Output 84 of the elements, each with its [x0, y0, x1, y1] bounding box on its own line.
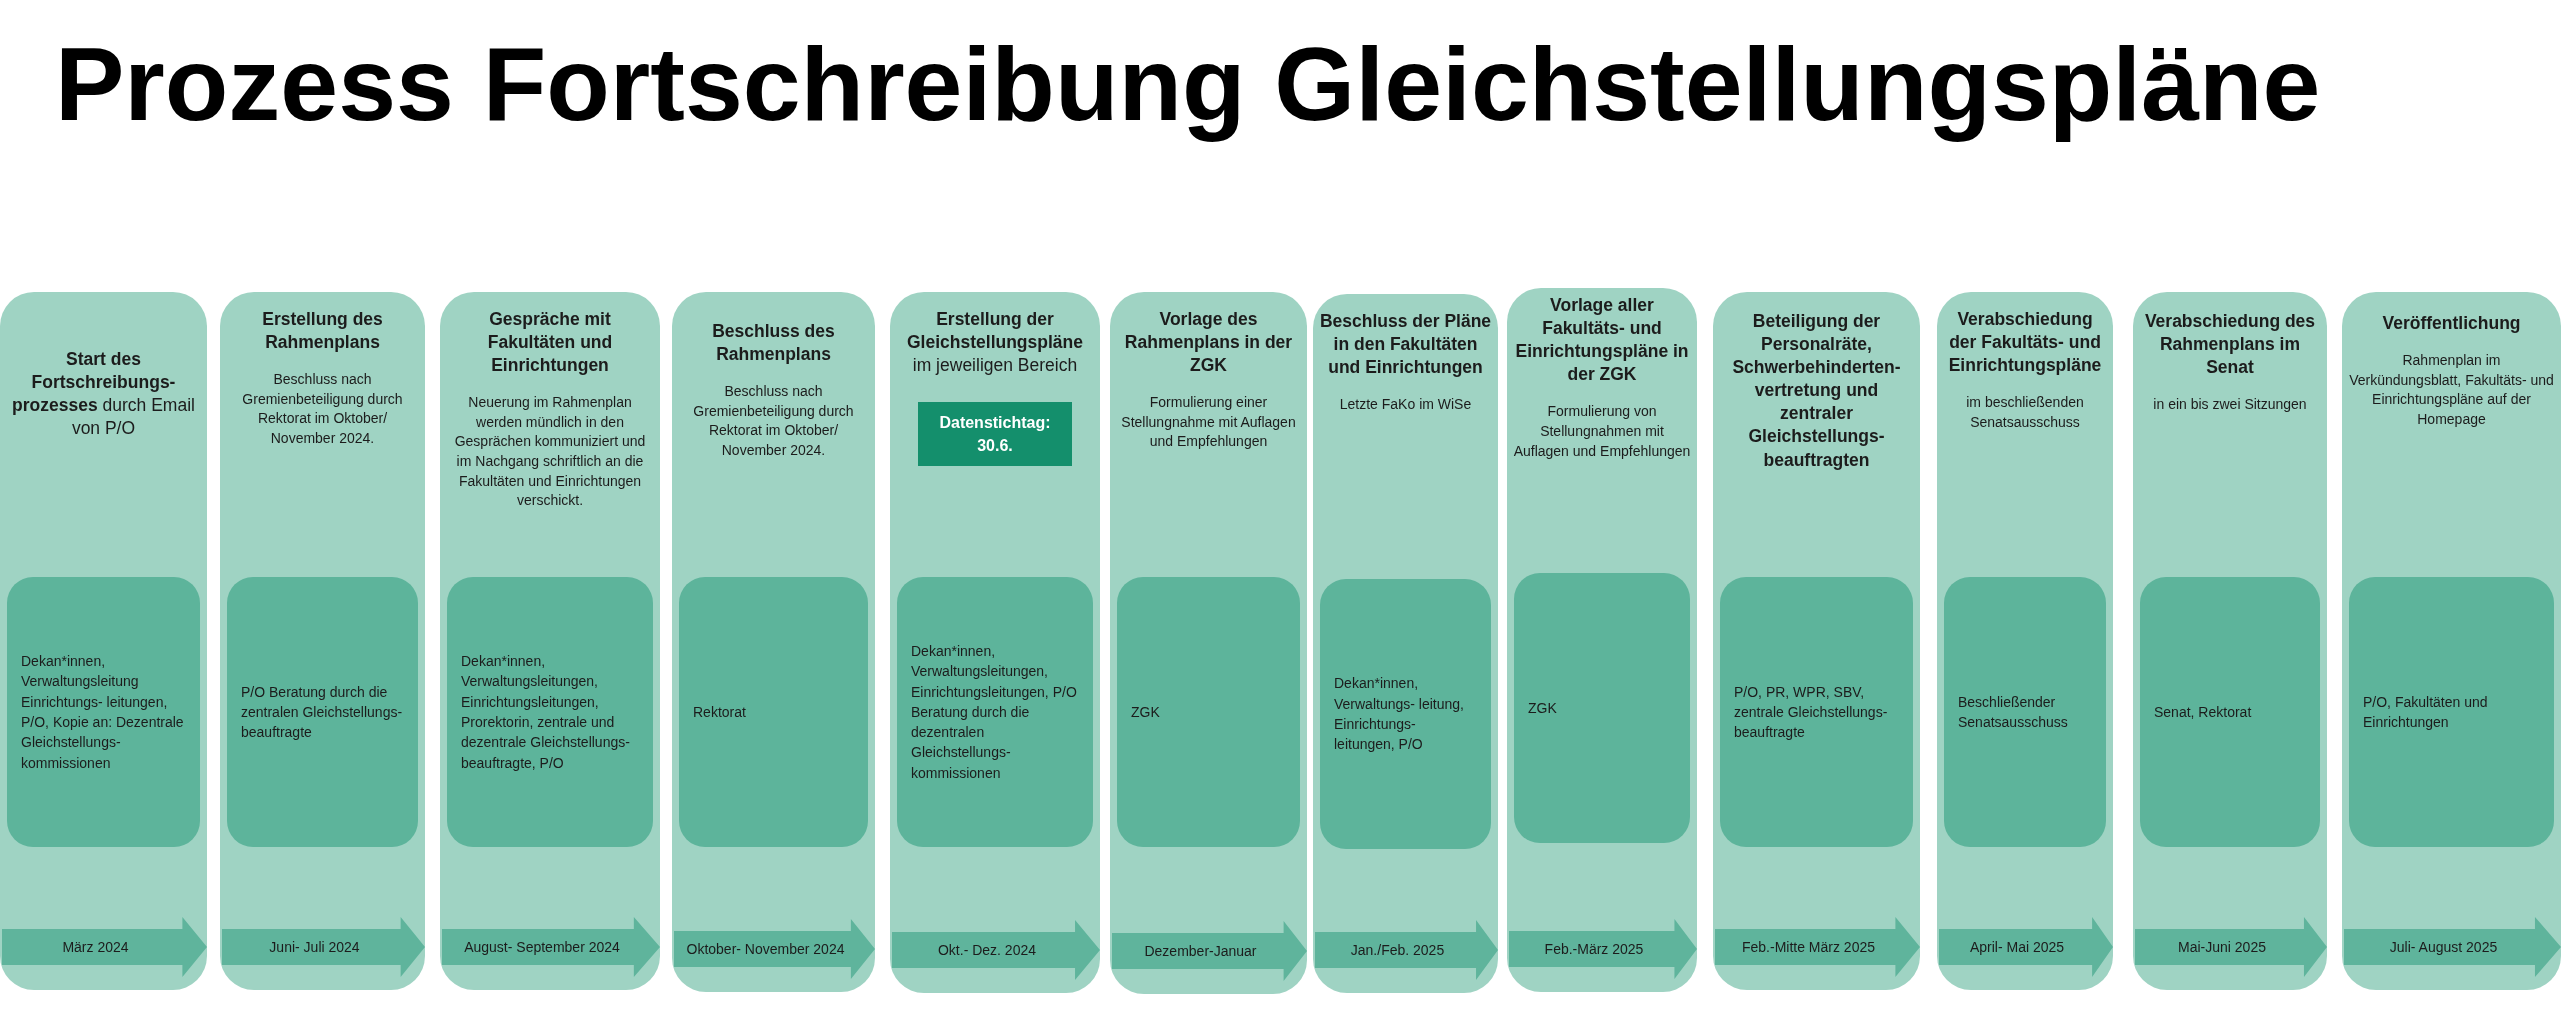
- step-description: Beschluss nach Gremienbeteiligung durch Rektorat im Oktober/ November 2024.: [692, 382, 855, 460]
- step-heading: Verabschiedung der Fakultäts- und Einrichtungspläne: [1947, 308, 2103, 378]
- process-column: [1713, 292, 1920, 990]
- process-column: [2133, 292, 2327, 990]
- responsibility-text: Dekan*innen, Verwaltungs- leitung, Einrichtungs- leitungen, P/O: [1334, 674, 1465, 755]
- date-label: Juni- Juli 2024: [269, 939, 361, 955]
- process-column: [1313, 294, 1498, 993]
- date-banner: [1315, 920, 1498, 980]
- date-banner: [1939, 917, 2113, 977]
- step-description: Formulierung einer Stellungnahme mit Auflagen und Empfehlungen: [1120, 393, 1297, 452]
- responsibility-box: [1944, 577, 2106, 847]
- responsibility-text: Dekan*innen, Verwaltungsleitung Einrichtungs- leitungen, P/O, Kopie an: Dezentrale Gleichstellungs- kommissionen: [21, 652, 185, 773]
- responsibility-text: Senat, Rektorat: [2154, 702, 2252, 722]
- step-description: Beschluss nach Gremienbeteiligung durch Rektorat im Oktober/ November 2024.: [241, 370, 404, 448]
- step-heading: Beteiligung der Personalräte, Schwerbehinderten- vertretung und zentraler Gleichstellungs- beauftragten: [1731, 310, 1902, 472]
- date-label: Mai-Juni 2025: [2178, 939, 2267, 955]
- step-description: Formulierung von Stellungnahmen mit Auflagen und Empfehlungen: [1513, 402, 1691, 461]
- date-banner: [2, 917, 207, 977]
- process-column: [890, 292, 1100, 993]
- date-label: Jan./Feb. 2025: [1350, 942, 1446, 958]
- responsibility-box: [679, 577, 868, 847]
- process-column: [2342, 292, 2561, 990]
- step-heading: Gespräche mit Fakultäten und Einrichtungen: [486, 308, 614, 378]
- date-label: März 2024: [62, 939, 130, 955]
- date-banner: [222, 917, 425, 977]
- step-description: Letzte FaKo im WiSe: [1339, 395, 1472, 415]
- responsibility-box: [2140, 577, 2320, 847]
- date-label: Feb.-Mitte März 2025: [1741, 939, 1877, 955]
- step-heading: Erstellung des Rahmenplans: [261, 308, 384, 355]
- responsibility-box: [2349, 577, 2554, 847]
- date-banner: [1112, 921, 1307, 981]
- step-description: Neuerung im Rahmenplan werden mündlich in den Gesprächen kommuniziert und im Nachgang schriftlich an die Fakultäten und Einrichtungen verschickt.: [453, 393, 647, 511]
- responsibility-text: Rektorat: [693, 702, 746, 722]
- process-column: [1937, 292, 2113, 990]
- highlight-box: [918, 402, 1072, 466]
- responsibility-box: [1514, 573, 1690, 843]
- date-banner: [674, 919, 875, 979]
- page-title: Prozess Fortschreibung Gleichstellungspläne: [55, 25, 2321, 144]
- responsibility-text: Dekan*innen, Verwaltungsleitungen, Einrichtungsleitungen, Prorektorin, zentrale und dezentrale Gleichstellungs- beauftragte, P/O: [461, 652, 631, 773]
- date-label: August- September 2024: [464, 939, 621, 955]
- process-column: [672, 292, 875, 992]
- step-description: im beschließenden Senatsausschuss: [1965, 393, 2085, 432]
- step-heading: Erstellung der Gleichstellungspläne im jeweiligen Bereich: [906, 308, 1084, 378]
- date-label: Okt.- Dez. 2024: [937, 942, 1037, 958]
- step-heading: Vorlage aller Fakultäts- und Einrichtungspläne in der ZGK: [1514, 294, 1690, 387]
- process-column: [1507, 288, 1697, 992]
- step-heading: Beschluss der Pläne in den Fakultäten und Einrichtungen: [1319, 310, 1492, 380]
- date-banner: [892, 920, 1100, 980]
- date-label: Juli- August 2025: [2389, 939, 2499, 955]
- responsibility-box: [7, 577, 200, 847]
- responsibility-box: [1720, 577, 1913, 847]
- date-banner: [2344, 917, 2561, 977]
- process-column: [440, 292, 660, 990]
- responsibility-text: ZGK: [1131, 702, 1160, 722]
- step-description: Rahmenplan im Verkündungsblatt, Fakultäts- und Einrichtungspläne auf der Homepage: [2348, 351, 2555, 429]
- responsibility-text: P/O Beratung durch die zentralen Gleichstellungs- beauftragte: [241, 682, 404, 743]
- process-column: [220, 292, 425, 990]
- date-label: Dezember-Januar: [1144, 943, 1258, 959]
- date-banner: [1509, 919, 1697, 979]
- responsibility-text: Dekan*innen, Verwaltungsleitungen, Einrichtungsleitungen, P/O Beratung durch die dezentralen Gleichstellungs- kommissionen: [911, 641, 1078, 783]
- step-description: in ein bis zwei Sitzungen: [2153, 395, 2307, 415]
- date-label: Oktober- November 2024: [686, 941, 846, 957]
- step-heading: Veröffentlichung: [2382, 312, 2521, 335]
- step-heading: Beschluss des Rahmenplans: [711, 320, 836, 367]
- process-column: [0, 292, 207, 990]
- date-banner: [1715, 917, 1920, 977]
- step-heading: Vorlage des Rahmenplans in der ZGK: [1123, 308, 1294, 378]
- responsibility-box: [897, 577, 1093, 847]
- date-banner: [2135, 917, 2327, 977]
- process-column: [1110, 292, 1307, 994]
- responsibility-text: Beschließender Senatsausschuss: [1958, 692, 2069, 732]
- step-heading: Start des Fortschreibungs- prozesses durch Email von P/O: [11, 348, 196, 441]
- date-label: April- Mai 2025: [1969, 939, 2066, 955]
- date-label: Feb.-März 2025: [1544, 941, 1645, 957]
- responsibility-box: [447, 577, 653, 847]
- responsibility-text: P/O, PR, WPR, SBV, zentrale Gleichstellungs- beauftragte: [1734, 682, 1889, 743]
- highlight-text: Datenstichtag: 30.6.: [938, 412, 1052, 456]
- responsibility-text: ZGK: [1528, 698, 1557, 718]
- responsibility-box: [1320, 579, 1491, 849]
- date-banner: [442, 917, 660, 977]
- responsibility-text: P/O, Fakultäten und Einrichtungen: [2363, 692, 2489, 732]
- responsibility-box: [1117, 577, 1300, 847]
- step-heading: Verabschiedung des Rahmenplans im Senat: [2143, 310, 2317, 380]
- responsibility-box: [227, 577, 418, 847]
